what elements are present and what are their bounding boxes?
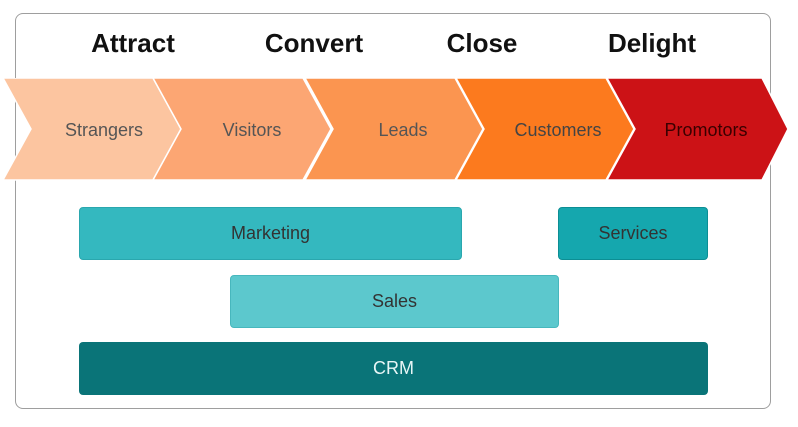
stage-convert: Convert [264,28,364,58]
marketing-bar: Marketing [79,207,462,260]
funnel-chevrons: Strangers Visitors Leads Customers Promotors [1,78,789,181]
chevron-leads [303,78,484,181]
chevron-customers [454,78,635,181]
chevron-label-promotors: Promotors [664,120,747,140]
sales-bar: Sales [230,275,559,328]
services-bar: Services [558,207,708,260]
crm-bar: CRM [79,342,708,395]
chevron-label-visitors: Visitors [223,120,282,140]
chevron-label-strangers: Strangers [65,120,143,140]
chevron-label-customers: Customers [514,120,601,140]
marketing-label: Marketing [230,223,311,243]
chevron-promotors [605,78,789,181]
diagram-frame [15,13,771,409]
stage-delight: Delight [607,28,697,58]
stage-attract: Attract [91,28,175,58]
stage-close: Close [446,28,518,58]
chevron-label-leads: Leads [378,120,427,140]
services-label: Services [598,223,668,243]
crm-label: CRM [373,358,414,378]
chevron-visitors [151,78,332,181]
sales-label: Sales [371,291,418,311]
